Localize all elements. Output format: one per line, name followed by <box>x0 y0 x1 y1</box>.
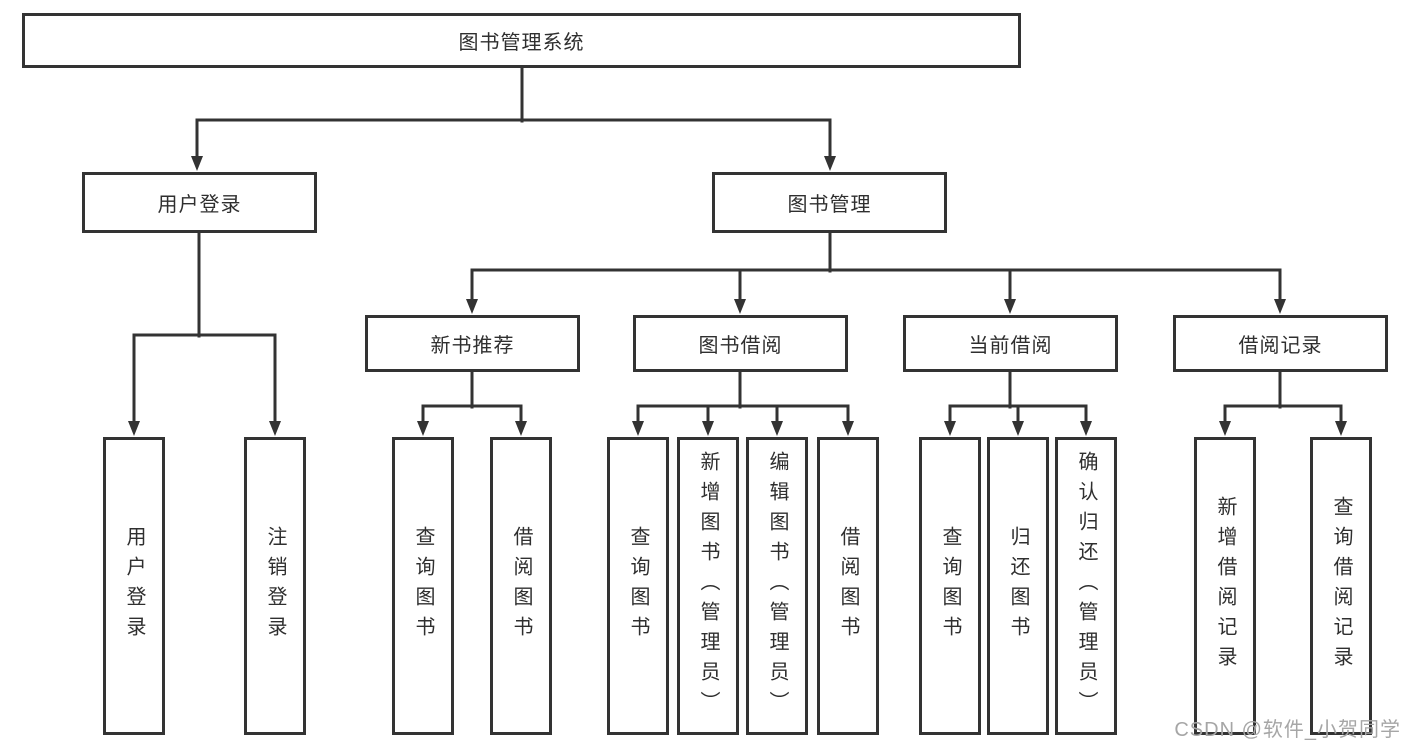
arrowhead <box>1012 421 1024 436</box>
arrowhead <box>269 421 281 436</box>
node-label: 用户登录 <box>157 194 242 216</box>
leaf-edit-books-admin: 编辑图书（管理员） <box>746 437 808 735</box>
node-library-management-system: 图书管理系统 <box>22 13 1021 68</box>
node-label: 借阅记录 <box>1238 335 1323 357</box>
node-book-borrowing: 图书借阅 <box>633 315 848 372</box>
leaf-borrow-books-newbook: 借阅图书 <box>490 437 552 735</box>
arrowhead <box>417 421 429 436</box>
leaf-label: 查询借阅记录 <box>1330 496 1352 676</box>
leaf-label: 新增图书（管理员） <box>697 451 719 721</box>
arrowhead <box>191 156 203 171</box>
node-current-borrowing: 当前借阅 <box>903 315 1118 372</box>
arrowhead <box>632 421 644 436</box>
leaf-label: 查询图书 <box>412 526 434 646</box>
leaf-label: 归还图书 <box>1007 526 1029 646</box>
node-label: 图书管理 <box>787 194 872 216</box>
leaf-label: 编辑图书（管理员） <box>766 451 788 721</box>
arrowhead <box>466 299 478 314</box>
arrowhead <box>128 421 140 436</box>
leaf-query-books-newbook: 查询图书 <box>392 437 454 735</box>
arrowhead <box>1080 421 1092 436</box>
arrowhead <box>734 299 746 314</box>
leaf-label: 用户登录 <box>123 526 145 646</box>
leaf-label: 查询图书 <box>939 526 961 646</box>
arrowhead <box>1274 299 1286 314</box>
node-label: 图书管理系统 <box>458 32 585 54</box>
arrowhead <box>702 421 714 436</box>
node-new-book-recommend: 新书推荐 <box>365 315 580 372</box>
leaf-add-borrow-record: 新增借阅记录 <box>1194 437 1256 735</box>
leaf-logout: 注销登录 <box>244 437 306 735</box>
node-label: 当前借阅 <box>968 335 1053 357</box>
arrowhead <box>515 421 527 436</box>
leaf-confirm-return-admin: 确认归还（管理员） <box>1055 437 1117 735</box>
leaf-query-borrow-record: 查询借阅记录 <box>1310 437 1372 735</box>
arrowhead <box>1219 421 1231 436</box>
leaf-label: 借阅图书 <box>837 526 859 646</box>
leaf-user-login: 用户登录 <box>103 437 165 735</box>
leaf-label: 确认归还（管理员） <box>1075 451 1097 721</box>
node-book-management: 图书管理 <box>712 172 947 233</box>
leaf-query-books-current: 查询图书 <box>919 437 981 735</box>
leaf-query-books-borrowing: 查询图书 <box>607 437 669 735</box>
arrowhead <box>1004 299 1016 314</box>
arrowhead <box>842 421 854 436</box>
leaf-label: 借阅图书 <box>510 526 532 646</box>
leaf-label: 注销登录 <box>264 526 286 646</box>
leaf-return-books: 归还图书 <box>987 437 1049 735</box>
leaf-label: 查询图书 <box>627 526 649 646</box>
arrowhead <box>1335 421 1347 436</box>
node-user-login: 用户登录 <box>82 172 317 233</box>
node-borrow-records: 借阅记录 <box>1173 315 1388 372</box>
arrowhead <box>824 156 836 171</box>
leaf-borrow-books-borrowing: 借阅图书 <box>817 437 879 735</box>
arrowhead <box>944 421 956 436</box>
leaf-add-books-admin: 新增图书（管理员） <box>677 437 739 735</box>
leaf-label: 新增借阅记录 <box>1214 496 1236 676</box>
node-label: 新书推荐 <box>430 335 515 357</box>
arrowhead <box>771 421 783 436</box>
node-label: 图书借阅 <box>698 335 783 357</box>
